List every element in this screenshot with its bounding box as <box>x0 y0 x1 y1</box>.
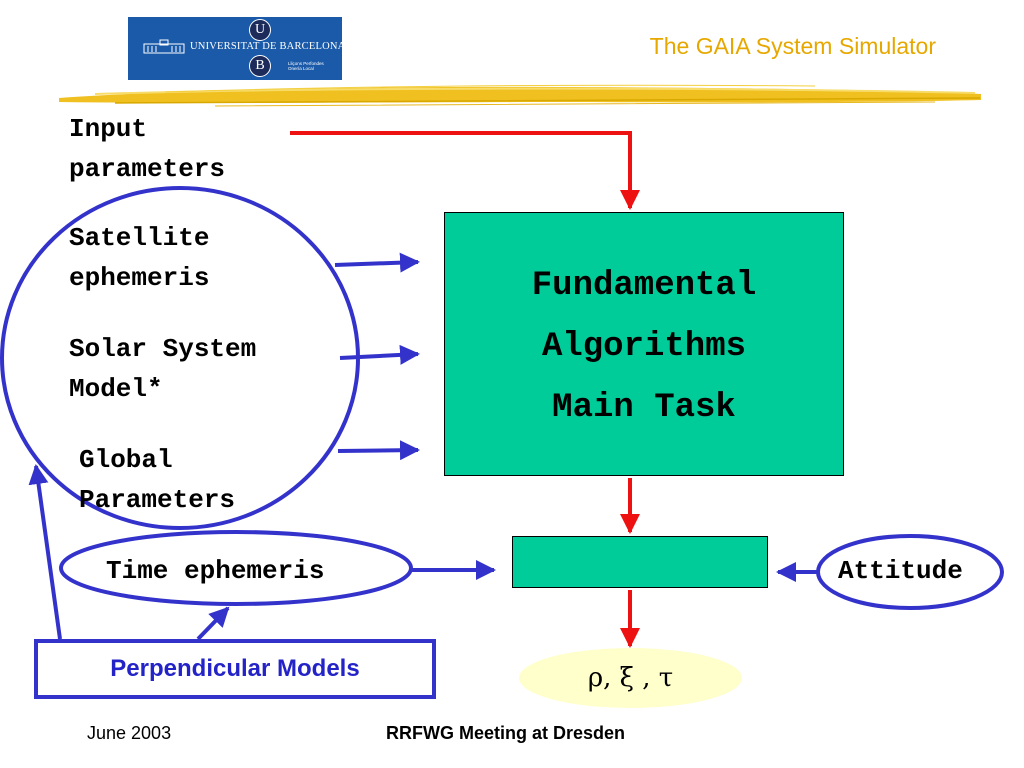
logo-initial-b: B <box>249 55 271 77</box>
footer-event: RRFWG Meeting at Dresden <box>386 723 626 743</box>
main-task-box <box>444 212 844 476</box>
input-parameters-arrow <box>290 131 640 210</box>
solar-system-model-label: Solar System Model* <box>69 334 257 404</box>
perpendicular-to-inputs-arrow <box>28 464 62 640</box>
satellite-ephemeris-arrow <box>334 252 420 273</box>
time-ephemeris-label: Time ephemeris <box>106 556 325 586</box>
perpendicular-models-label: Perpendicular Models <box>110 655 360 682</box>
intermediate-box <box>512 536 768 588</box>
university-logo: U UNIVERSITAT DE BARCELONA B Lliçons Per… <box>128 17 346 80</box>
global-parameters-arrow <box>337 440 420 461</box>
building-icon <box>143 39 185 54</box>
logo-university-name: UNIVERSITAT DE BARCELONA <box>190 41 346 52</box>
attitude-label: Attitude <box>838 556 963 586</box>
footer-date: June 2003 <box>87 723 172 743</box>
slide-title: The GAIA System Simulator <box>649 33 936 59</box>
main-task-label: Fundamental Algorithms Main Task <box>531 267 757 427</box>
global-parameters-label: Global Parameters <box>79 445 236 515</box>
output-ellipse <box>519 648 742 708</box>
perpendicular-to-time-arrow <box>196 606 230 641</box>
perpendicular-models-box <box>34 639 436 699</box>
input-parameters-label: Input parameters <box>69 114 226 184</box>
logo-initial-u: U <box>249 19 271 41</box>
solar-system-arrow <box>339 344 420 365</box>
output-label: ρ, ξ , τ <box>587 663 674 693</box>
satellite-ephemeris-label: Satellite ephemeris <box>69 223 210 293</box>
logo-subtext: Lliçons Perfondes Onería Local <box>288 61 324 71</box>
header-swoosh <box>59 84 981 107</box>
